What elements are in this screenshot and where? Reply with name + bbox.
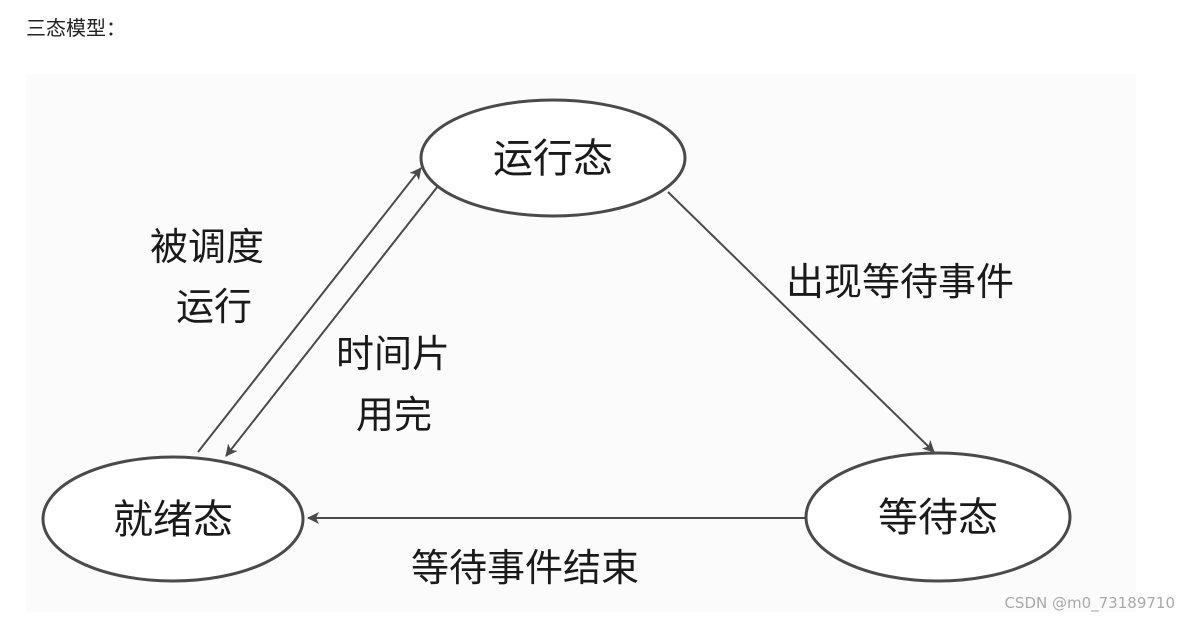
- scheduled-label-line1: 被调度: [150, 225, 264, 269]
- scheduled-label-line2: 运行: [176, 285, 252, 329]
- csdn-watermark: CSDN @m0_73189710: [1004, 594, 1175, 612]
- wait-end-label: 等待事件结束: [411, 546, 639, 590]
- diagram-canvas: 运行态 就绪态 等待态 被调度 运行 时间片 用完 出现等待事件 等待事件结束: [41, 98, 1072, 590]
- wait-event-arrow: [667, 191, 935, 453]
- timeslice-label-line1: 时间片: [336, 332, 450, 376]
- three-state-diagram: 运行态 就绪态 等待态 被调度 运行 时间片 用完 出现等待事件 等待事件结束: [26, 74, 1136, 612]
- running-state-label: 运行态: [493, 136, 613, 182]
- ready-state-label: 就绪态: [113, 497, 233, 543]
- waiting-state-label: 等待态: [878, 495, 998, 541]
- wait-event-label: 出现等待事件: [786, 260, 1014, 304]
- section-heading: 三态模型：: [26, 16, 126, 40]
- ready-state-node: [41, 455, 305, 583]
- scheduled-arrow: [197, 167, 422, 453]
- timeslice-label-line2: 用完: [356, 393, 432, 437]
- timeslice-arrow: [225, 185, 439, 457]
- running-state-node: [419, 98, 687, 218]
